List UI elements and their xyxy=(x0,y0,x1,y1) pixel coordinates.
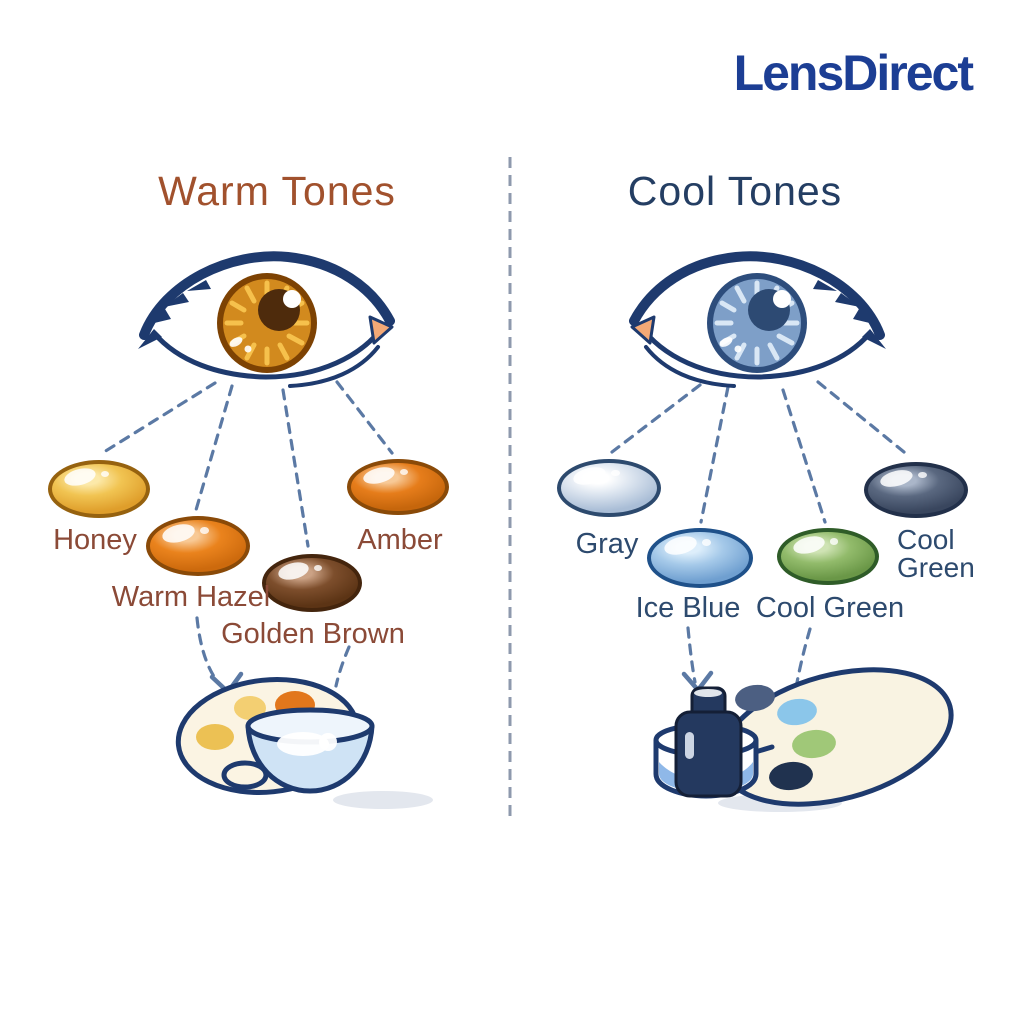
eyelashes-icon xyxy=(138,280,211,349)
paint-dot xyxy=(234,696,266,720)
bottle-cap-highlight xyxy=(694,689,722,697)
cool-eye-illustration xyxy=(629,251,886,388)
warm-title: Warm Tones xyxy=(158,168,396,214)
cool-eyelids xyxy=(629,251,886,388)
lens-swatch-cool-slate xyxy=(864,462,968,518)
brand-logo: LensDirect xyxy=(733,45,974,101)
swatch-label-honey: Honey xyxy=(53,524,137,556)
contact-lens xyxy=(277,732,329,756)
swatch-label-golden-brown: Golden Brown xyxy=(221,618,405,650)
eyelashes-icon xyxy=(813,280,886,349)
warm-iris xyxy=(217,273,317,373)
swatch-label-amber: Amber xyxy=(357,524,443,556)
solution-bottle xyxy=(674,686,743,798)
paint-dot xyxy=(777,698,817,726)
paint-dot xyxy=(735,684,775,712)
swatch-label-warm-hazel: Warm Hazel xyxy=(111,581,271,613)
eye-highlight xyxy=(283,290,301,308)
swatch-label-cool-green: Cool Green xyxy=(755,592,905,624)
cool-fan-lines xyxy=(610,380,906,524)
shadow xyxy=(333,791,433,809)
lens-bowl xyxy=(245,707,375,794)
warm-eye-illustration xyxy=(138,251,395,388)
eye-highlight xyxy=(773,290,791,308)
tear-duct xyxy=(630,315,656,345)
lens-swatch-cool-green xyxy=(777,528,879,585)
lens-swatch-golden-brown xyxy=(262,554,362,612)
swatch-label-ice-blue: Ice Blue xyxy=(635,592,741,624)
paint-dot xyxy=(196,724,234,750)
cool-palette-illustration xyxy=(653,667,954,812)
swatch-label-gray: Gray xyxy=(575,528,639,560)
cool-iris xyxy=(707,273,807,373)
iris-pattern xyxy=(224,280,310,366)
bottle-highlight xyxy=(685,732,694,759)
bowl-handle xyxy=(221,760,269,790)
swatch-label-cool-slate: Cool Green xyxy=(897,524,975,583)
warm-fan-lines xyxy=(102,380,394,548)
tear-duct xyxy=(368,315,394,345)
cool-title: Cool Tones xyxy=(627,168,843,214)
lens-swatch-warm-hazel xyxy=(146,516,250,576)
lens-swatch-honey xyxy=(48,460,150,518)
paint-dot xyxy=(792,729,836,759)
paint-dot xyxy=(769,761,813,791)
lens-swatch-amber xyxy=(347,459,449,515)
warm-eyelids xyxy=(138,251,395,388)
lens-swatch-gray xyxy=(557,459,661,517)
warm-palette-illustration xyxy=(175,677,433,809)
lens-swatch-ice-blue xyxy=(647,528,753,588)
